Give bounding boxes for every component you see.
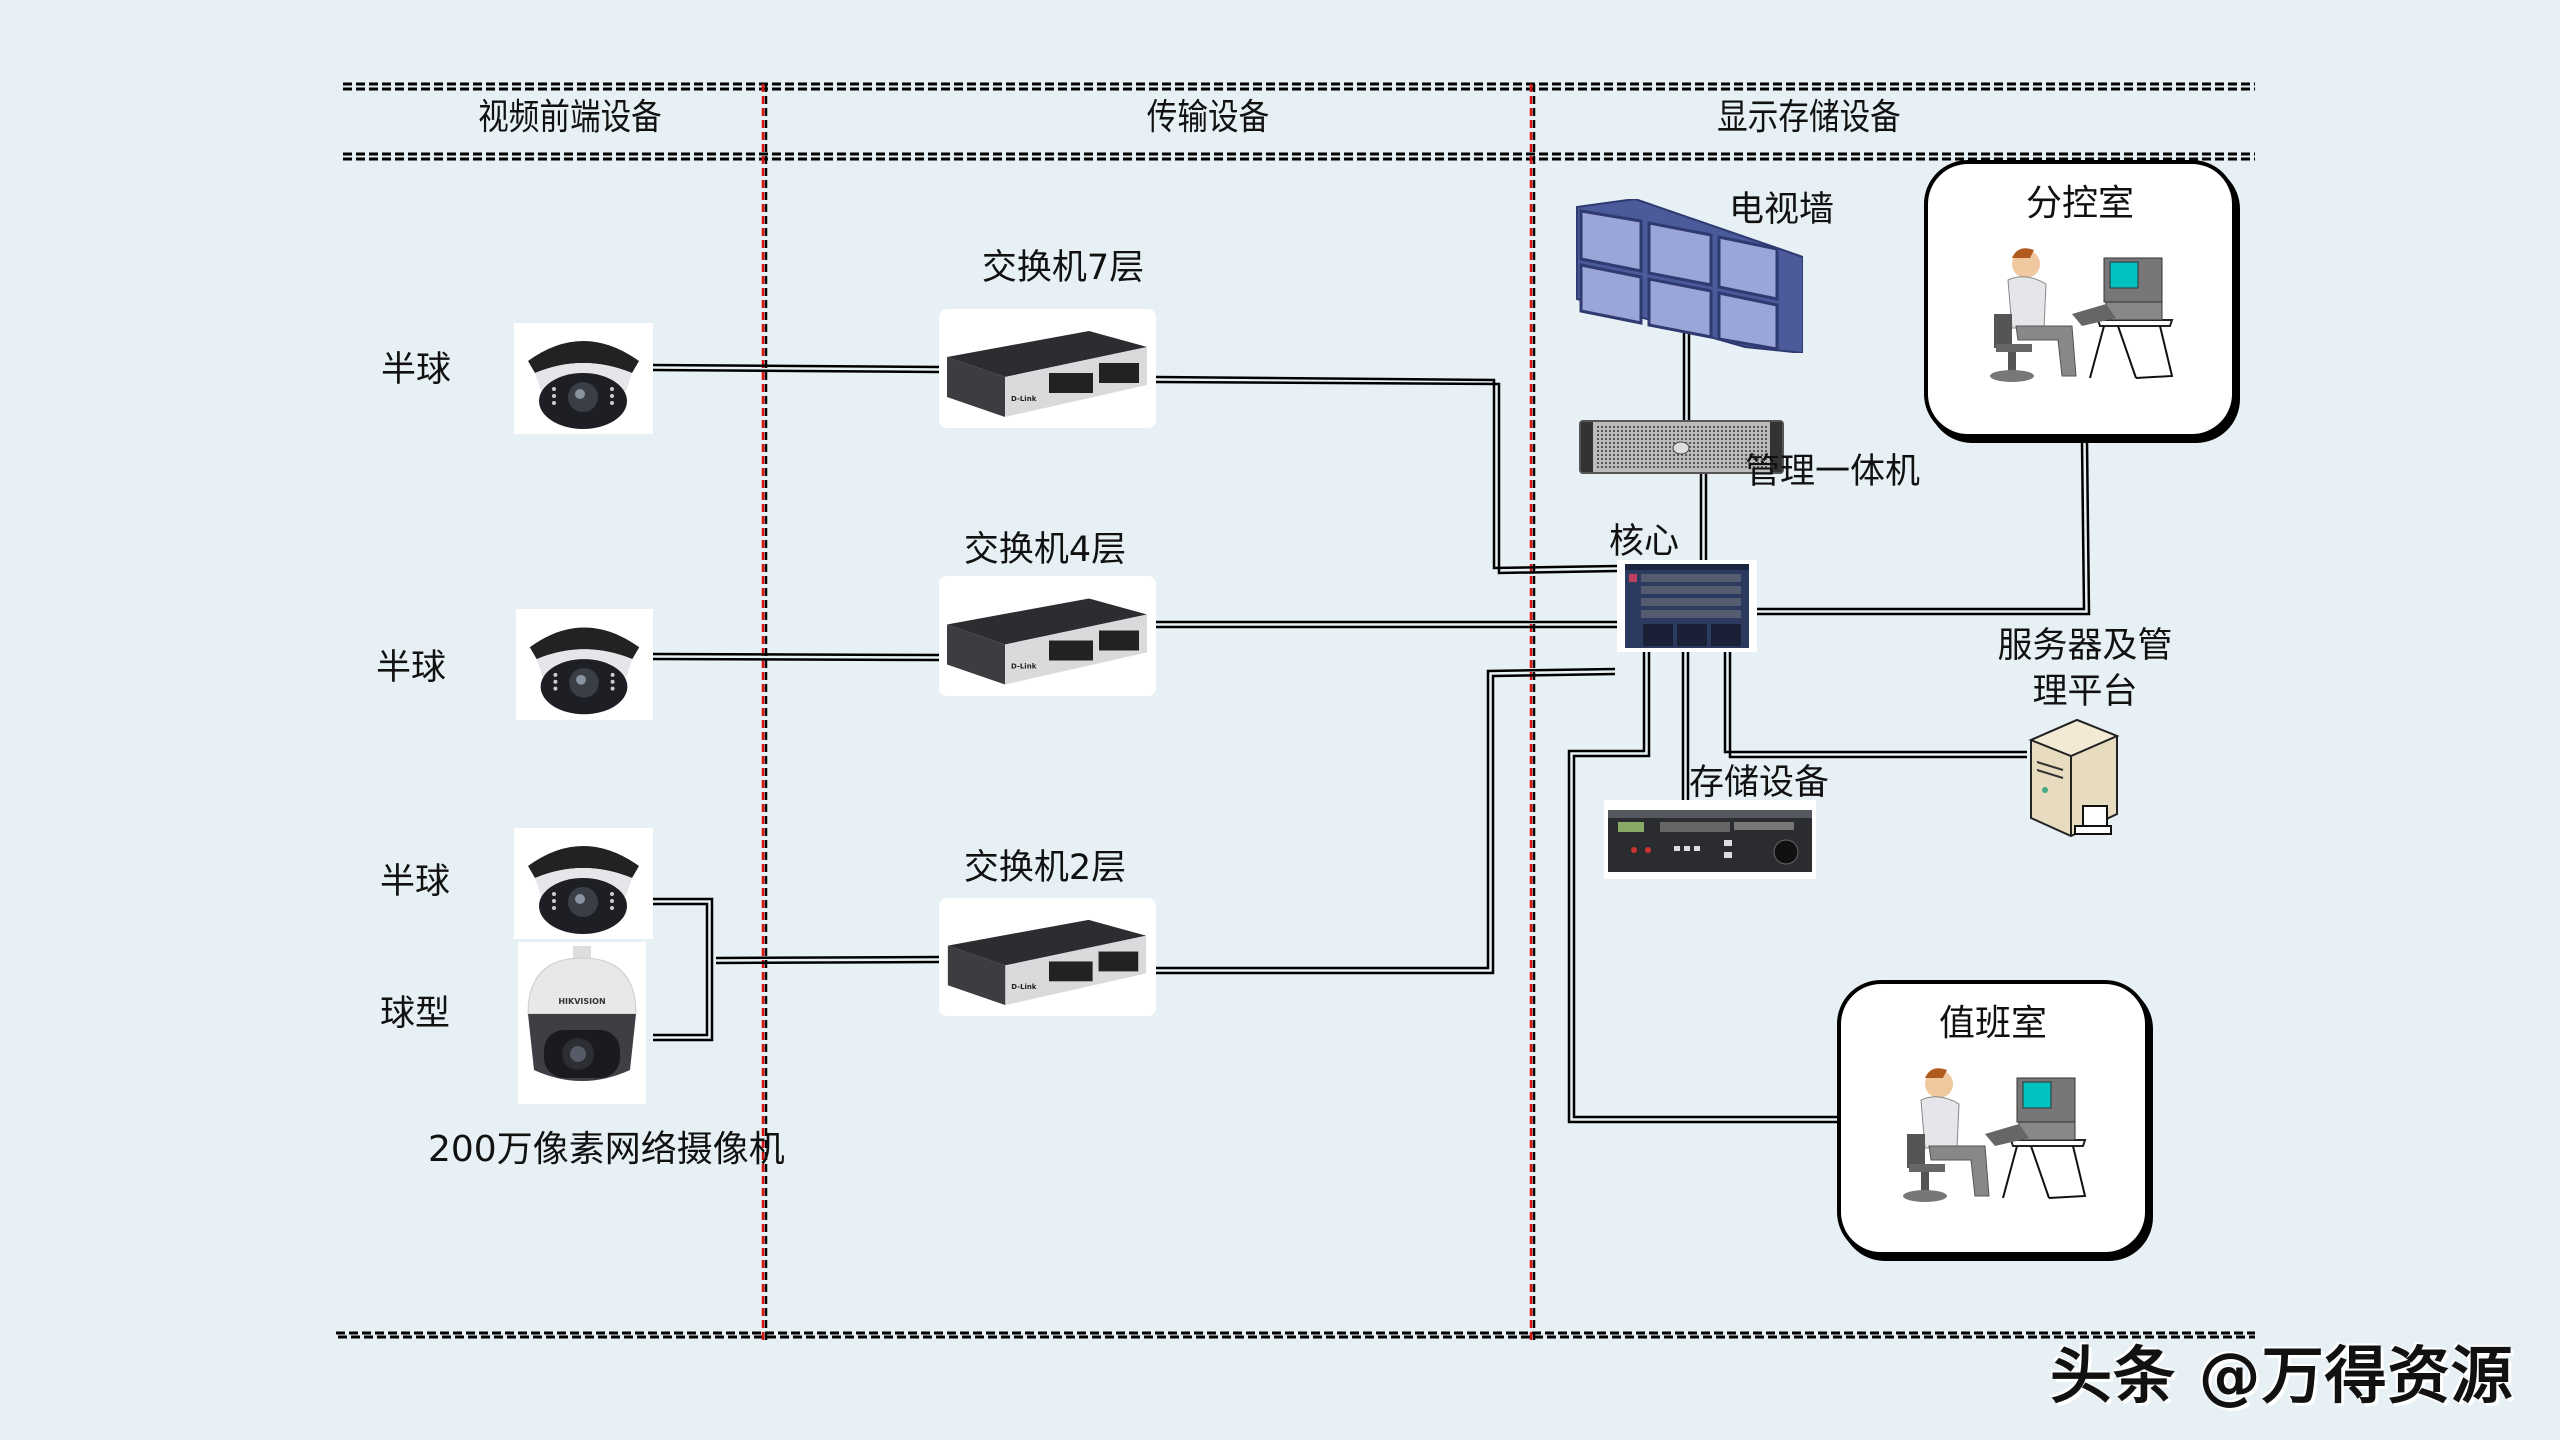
- watermark: 头条 @万得资源: [2050, 1339, 2514, 1412]
- ptz-camera-icon: HIKVISION: [527, 946, 637, 1081]
- column-header-display-storage: 显示存储设备: [1717, 97, 1901, 138]
- network-switch-icon: D-Link: [947, 598, 1147, 685]
- sub-control-room-label: 分控室: [2025, 183, 2134, 224]
- core-switch: [1617, 560, 1757, 652]
- server-platform-label-line2: 理平台: [2032, 672, 2138, 712]
- switch-label: 交换机2层: [963, 848, 1127, 888]
- switch-4-layer: D-Link: [939, 576, 1156, 696]
- server-platform: [2025, 718, 2125, 846]
- server-platform-label-line1: 服务器及管: [1997, 626, 2173, 666]
- storage-recorder-icon: [1608, 810, 1812, 872]
- switch-2-layer: D-Link: [939, 898, 1156, 1016]
- ptz-camera: HIKVISION: [518, 942, 646, 1104]
- column-dividers: [761, 84, 1536, 1342]
- sub-control-room: 分控室: [1924, 160, 2236, 438]
- dome-camera-2: [516, 609, 653, 720]
- cable-core-server: [1723, 640, 2027, 754]
- duty-room-label: 值班室: [1938, 1003, 2047, 1044]
- switch-7-layer: D-Link: [939, 309, 1156, 428]
- svg-text:D-Link: D-Link: [1011, 395, 1037, 403]
- cable-cam1-switch7: [652, 363, 940, 369]
- operator-workstation-icon: [1903, 1068, 2087, 1202]
- duty-room: 值班室: [1837, 980, 2149, 1256]
- svg-text:D-Link: D-Link: [1011, 663, 1037, 671]
- cable-cam2-switch4: [652, 652, 940, 657]
- storage-label: 存储设备: [1689, 763, 1830, 803]
- rack-server-icon: [1581, 422, 1782, 472]
- cable-switch2-core: [1156, 667, 1616, 970]
- column-header-front-end: 视频前端设备: [478, 97, 662, 138]
- dome-camera-1: [514, 323, 653, 434]
- camera-caption: 200万像素网络摄像机: [428, 1129, 785, 1170]
- server-tower-icon: [2028, 718, 2120, 838]
- operator-workstation-icon: [1990, 248, 2174, 382]
- svg-text:D-Link: D-Link: [1011, 983, 1037, 991]
- camera-label: 球型: [380, 994, 451, 1034]
- chassis-switch-icon: [1625, 564, 1749, 648]
- management-server-label: 管理一体机: [1745, 452, 1921, 492]
- switch-label: 交换机4层: [963, 530, 1127, 570]
- storage-device: [1604, 800, 1816, 879]
- svg-text:HIKVISION: HIKVISION: [558, 997, 605, 1006]
- cable-switch7-core: [1155, 375, 1618, 570]
- core-switch-label: 核心: [1609, 522, 1680, 562]
- network-switch-icon: D-Link: [947, 331, 1147, 417]
- camera-label: 半球: [376, 648, 447, 688]
- dome-camera-icon: [529, 627, 640, 715]
- cable-core-duty: [1572, 652, 1840, 1119]
- dome-camera-icon: [528, 846, 639, 934]
- dome-camera-3: [514, 828, 653, 939]
- video-wall-label: 电视墙: [1729, 190, 1835, 230]
- camera-label: 半球: [380, 862, 451, 902]
- dome-camera-icon: [528, 341, 639, 429]
- switch-label: 交换机7层: [981, 248, 1145, 288]
- network-switch-icon: D-Link: [947, 919, 1147, 1006]
- cable-join-switch2: [715, 955, 940, 960]
- management-server: [1579, 420, 1784, 474]
- cable-cam3-join: [653, 897, 714, 1042]
- camera-label: 半球: [381, 350, 452, 390]
- column-header-transmission: 传输设备: [1146, 97, 1270, 138]
